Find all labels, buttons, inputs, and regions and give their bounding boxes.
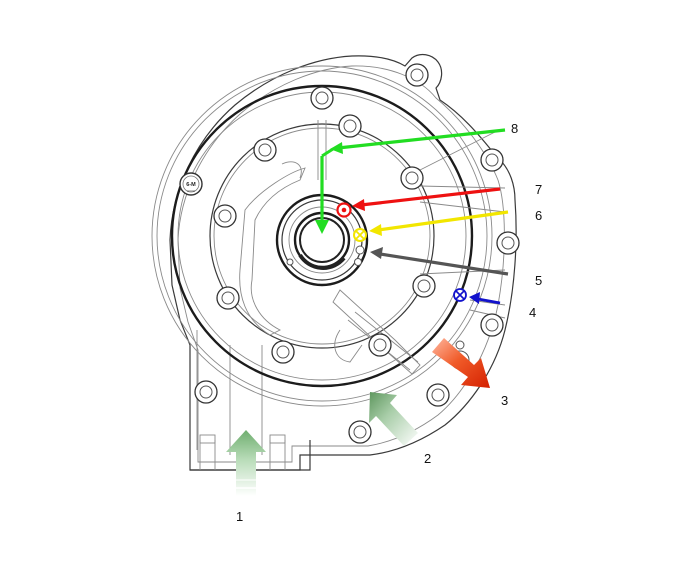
arrowhead-8a xyxy=(330,142,343,154)
symbol-6-cross-icon xyxy=(353,228,367,242)
housing-nameplate: 6-M oooo xyxy=(179,172,203,196)
symbol-7-dot-icon xyxy=(336,202,352,218)
svg-text:oooo: oooo xyxy=(187,189,195,193)
callout-7: 7 xyxy=(535,182,542,197)
line-5 xyxy=(370,247,509,276)
callout-2: 2 xyxy=(424,451,431,466)
line-7 xyxy=(352,187,501,211)
inflow-arrow-1 xyxy=(226,430,266,496)
callout-4: 4 xyxy=(529,305,536,320)
symbol-4-cross-icon xyxy=(453,288,467,302)
inflow-arrow-2 xyxy=(369,392,418,446)
line-8 xyxy=(320,128,506,228)
callout-3: 3 xyxy=(501,393,508,408)
bolt-holes xyxy=(194,63,520,444)
outflow-arrow-3 xyxy=(432,338,490,388)
line-8-corner xyxy=(321,147,334,158)
line-4 xyxy=(469,292,501,305)
callout-5: 5 xyxy=(535,273,542,288)
line-6 xyxy=(369,210,509,236)
callout-6: 6 xyxy=(535,208,542,223)
callout-8: 8 xyxy=(511,121,518,136)
housing-nameplate-text: 6-M xyxy=(186,182,196,188)
arrowhead-8b xyxy=(315,220,329,234)
callout-1: 1 xyxy=(236,509,243,524)
housing-outline xyxy=(151,53,517,471)
